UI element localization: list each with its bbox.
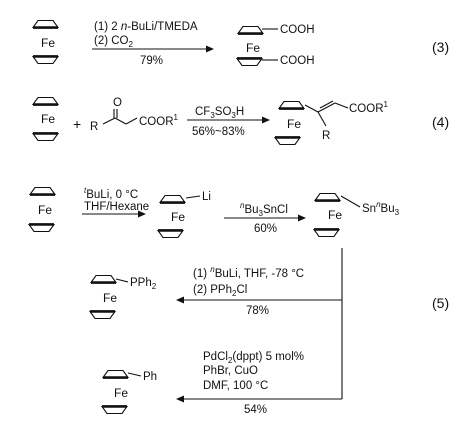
scheme-4: Fe + O R COOR1 CF3SO3H 56%~83% Fe	[31, 96, 449, 146]
ferrocene-reactant-4: Fe	[31, 96, 60, 142]
condition-4: CF3SO3H	[195, 106, 244, 120]
cooh-top: COOH	[280, 24, 315, 36]
ferrocene-reactant-3: Fe	[31, 19, 60, 65]
condition-5-step1-b: THF/Hexane	[84, 201, 149, 213]
cooh-bottom: COOH	[280, 55, 315, 67]
li-label: Li	[202, 191, 211, 203]
condition-3-step1: (1) 2 n-BuLi/TMEDA	[94, 21, 198, 33]
fe-label: Fe	[41, 36, 55, 50]
yield-5-step2: 60%	[254, 223, 277, 235]
reaction-arrow-5-step1	[82, 210, 146, 218]
equation-label-5: (5)	[432, 295, 449, 311]
condition-5-step2: nBu3SnCl	[240, 201, 288, 218]
condition-5-step4-c: DMF, 100 °C	[203, 380, 268, 392]
reaction-arrow-4	[187, 116, 270, 124]
scheme-3: Fe (1) 2 n-BuLi/TMEDA (2) CO2 79% Fe COO…	[31, 19, 449, 67]
ester-group: COOR1	[349, 100, 389, 115]
stannylferrocene: Fe SnnBu3	[312, 192, 400, 238]
sn-bu3-label: SnnBu3	[362, 200, 400, 217]
fe-label: Fe	[38, 203, 52, 217]
ferrocenyl-acrylate-product: Fe R COOR1	[273, 100, 389, 146]
reaction-arrow-5-step4	[176, 395, 342, 403]
fe-label: Fe	[171, 210, 185, 224]
condition-5-step4-a: PdCl2(dppt) 5 mol%	[203, 351, 304, 365]
condition-5-step4-b: PhBr, CuO	[203, 365, 258, 377]
beta-ketoester-reagent: O R COOR1	[90, 97, 179, 133]
reaction-arrow-5-step2	[224, 214, 306, 222]
reaction-arrow-3	[92, 45, 214, 53]
equation-label-4: (4)	[432, 114, 449, 130]
oxygen-label: O	[113, 97, 122, 109]
fe-label: Fe	[103, 291, 117, 305]
fe-label: Fe	[114, 386, 128, 400]
fe-label: Fe	[41, 112, 55, 126]
condition-5-step3-a: (1) nBuLi, THF, -78 °C	[193, 265, 304, 280]
condition-5-step3-b: (2) PPh2Cl	[193, 284, 247, 298]
condition-5-step1-a: tBuLi, 0 °C	[84, 186, 138, 201]
fe-label: Fe	[287, 117, 301, 131]
reaction-arrow-5-step3	[176, 296, 342, 304]
fe-label: Fe	[328, 208, 342, 222]
fe-label: Fe	[246, 41, 260, 55]
phenylferrocene: Fe Ph	[100, 369, 157, 415]
ferrocene-reactant-5: Fe	[27, 186, 57, 233]
r-group: R	[90, 121, 98, 133]
plus-sign: +	[73, 116, 81, 132]
pph2-label: PPh2	[130, 277, 157, 291]
lithioferrocene: Fe Li	[156, 191, 211, 239]
ph-label: Ph	[143, 371, 157, 383]
r-group: R	[322, 130, 330, 142]
ester-group: COOR1	[139, 113, 179, 128]
diphenylphosphinoferrocene: Fe PPh2	[88, 274, 157, 320]
scheme-5: Fe tBuLi, 0 °C THF/Hexane Fe Li nBu3SnCl…	[27, 186, 449, 416]
yield-5-step4: 54%	[244, 404, 267, 416]
ferrocene-dicarboxylic-acid-product: Fe COOH COOH	[235, 24, 315, 67]
yield-5-step3: 78%	[246, 305, 269, 317]
equation-label-3: (3)	[432, 39, 449, 55]
condition-3-step2: (2) CO2	[94, 35, 134, 49]
yield-3: 79%	[140, 55, 163, 67]
yield-4: 56%~83%	[192, 126, 245, 138]
